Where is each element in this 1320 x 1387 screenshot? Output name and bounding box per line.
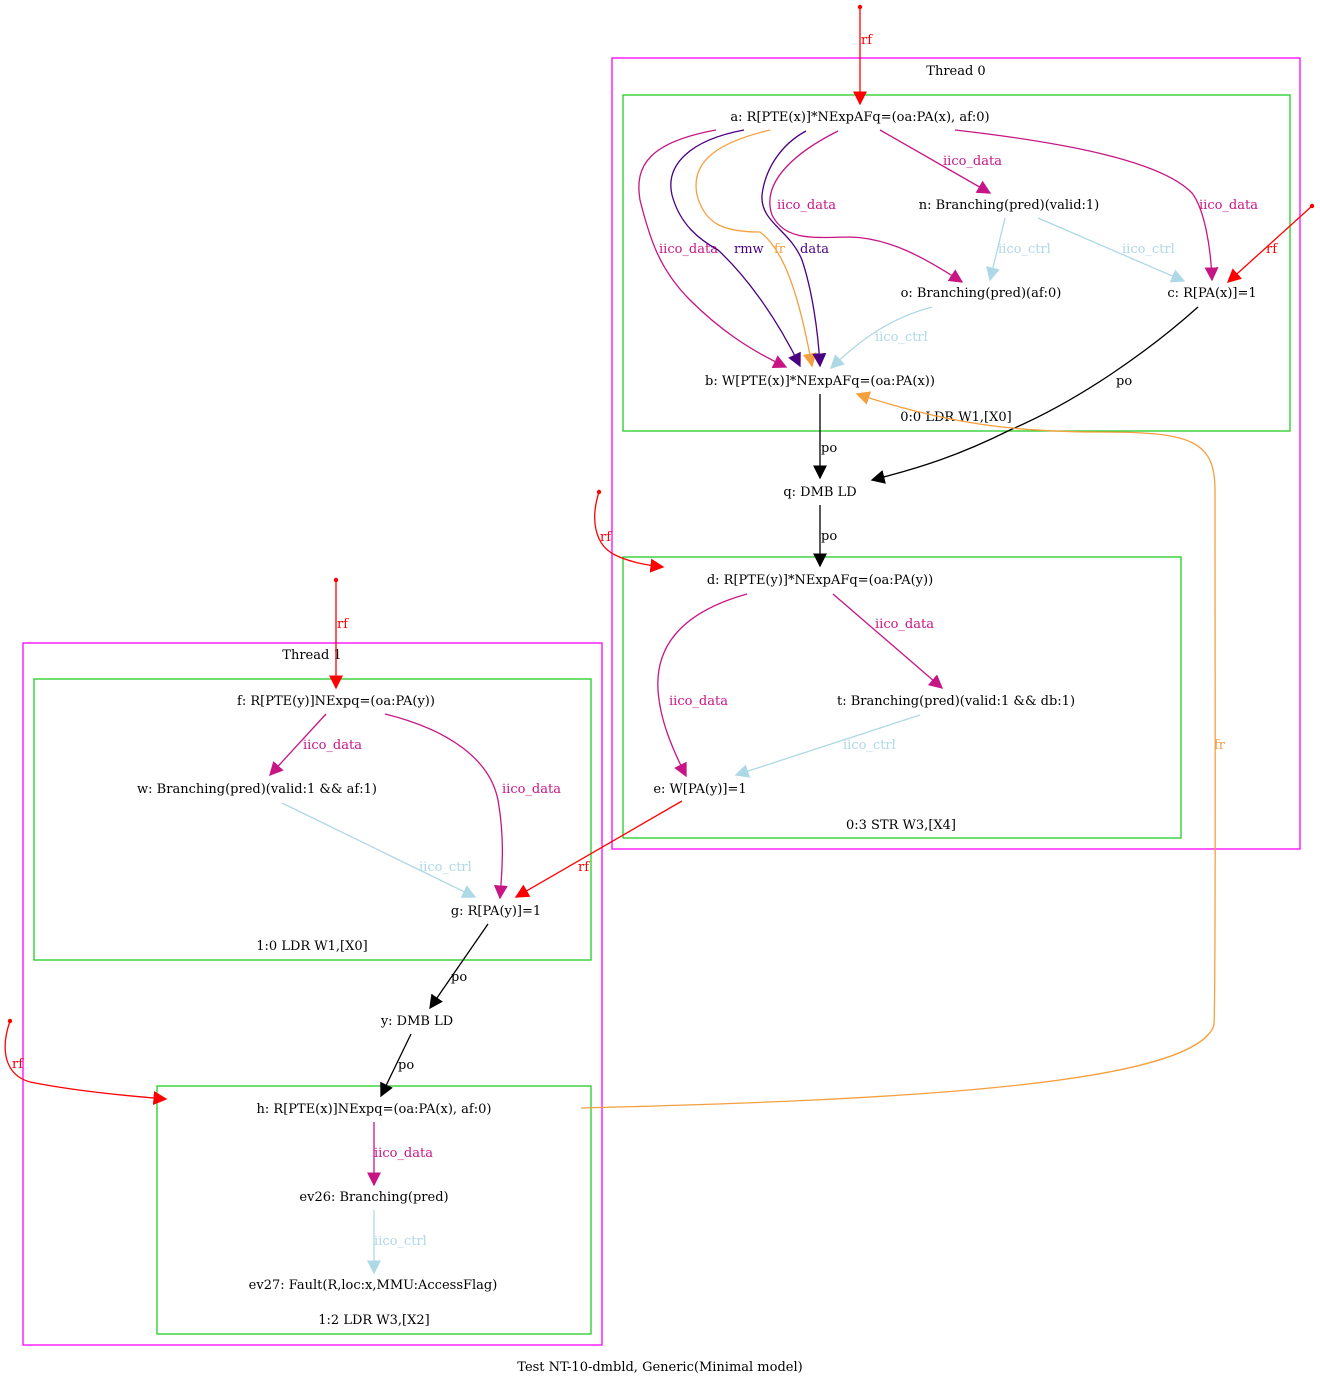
- edge-a-b-iico: iico_data: [638, 129, 788, 368]
- edge-label: rf: [337, 617, 349, 632]
- edge-d-t: iico_data: [832, 593, 944, 689]
- edge-e-g: rf: [514, 800, 683, 898]
- edge-label: rf: [600, 530, 612, 545]
- edge-label: rf: [1266, 242, 1278, 257]
- edge-d-e: iico_data: [657, 593, 748, 778]
- node-h: h: R[PTE(x)]NExpq=(oa:PA(x), af:0): [257, 1102, 492, 1117]
- node-e: e: W[PA(y)]=1: [653, 782, 746, 797]
- edge-rf-init-f: rf: [329, 577, 349, 690]
- node-a: a: R[PTE(x)]*NExpAFq=(oa:PA(x), af:0): [730, 110, 989, 125]
- thread-1-cluster: Thread 1: [22, 642, 603, 1346]
- edge-a-c: iico_data: [954, 129, 1258, 282]
- node-y: y: DMB LD: [380, 1014, 453, 1029]
- edge-rf-init-h: rf: [4, 1018, 168, 1105]
- thread-0-title: Thread 0: [926, 64, 985, 79]
- instruction-1-0-cluster: 1:0 LDR W1,[X0]: [33, 678, 592, 961]
- edge-label: rf: [861, 33, 873, 48]
- node-w: w: Branching(pred)(valid:1 && af:1): [137, 782, 377, 797]
- edge-rf-init-d: rf: [594, 489, 665, 573]
- node-q: q: DMB LD: [783, 485, 856, 500]
- node-c: c: R[PA(x)]=1: [1167, 286, 1256, 301]
- edge-label: iico_data: [669, 694, 728, 709]
- edge-q-d: po: [813, 505, 837, 568]
- thread-1-title: Thread 1: [282, 648, 341, 663]
- instruction-0-0-label: 0:0 LDR W1,[X0]: [900, 410, 1011, 425]
- node-g: g: R[PA(y)]=1: [451, 904, 541, 919]
- edge-h-b: fr: [580, 391, 1226, 1109]
- node-o: o: Branching(pred)(af:0): [901, 286, 1062, 301]
- thread-0-cluster: Thread 0: [611, 57, 1301, 850]
- edge-b-q: po: [813, 394, 837, 480]
- edge-label: data: [800, 242, 829, 257]
- node-ev27: ev27: Fault(R,loc:x,MMU:AccessFlag): [249, 1278, 498, 1293]
- edge-label: fr: [774, 242, 786, 257]
- edge-g-y: po: [429, 923, 489, 1010]
- edge-label: po: [398, 1058, 414, 1073]
- edge-n-o: iico_ctrl: [986, 217, 1051, 282]
- edge-rf-init-c: rf: [1226, 203, 1315, 283]
- edge-label: iico_data: [943, 154, 1002, 169]
- edge-label: po: [821, 529, 837, 544]
- edge-t-e: iico_ctrl: [734, 714, 921, 778]
- edge-a-b-rmw: rmw: [670, 129, 801, 368]
- edge-o-b: iico_ctrl: [829, 306, 933, 369]
- node-d: d: R[PTE(y)]*NExpAFq=(oa:PA(y)): [707, 573, 933, 588]
- edge-c-q: po: [870, 306, 1199, 484]
- edge-rf-init-a: rf: [853, 4, 873, 106]
- edge-label: fr: [1214, 738, 1226, 753]
- edge-label: po: [821, 441, 837, 456]
- node-f: f: R[PTE(y)]NExpq=(oa:PA(y)): [237, 694, 435, 709]
- edge-f-g: iico_data: [384, 713, 561, 900]
- instruction-0-3-cluster: 0:3 STR W3,[X4]: [622, 556, 1182, 839]
- edge-label: po: [451, 970, 467, 985]
- node-ev26: ev26: Branching(pred): [299, 1190, 448, 1205]
- edge-label: iico_data: [374, 1146, 433, 1161]
- edge-a-n: iico_data: [879, 129, 1002, 194]
- edge-f-w: iico_data: [269, 713, 362, 777]
- edge-label: iico_ctrl: [419, 860, 472, 875]
- edge-ev26-ev27: iico_ctrl: [367, 1210, 427, 1275]
- diagram-caption: Test NT-10-dmbld, Generic(Minimal model): [517, 1360, 802, 1375]
- node-b: b: W[PTE(x)]*NExpAFq=(oa:PA(x)): [705, 374, 935, 389]
- instruction-1-0-label: 1:0 LDR W1,[X0]: [256, 939, 367, 954]
- edge-h-ev26: iico_data: [367, 1122, 433, 1187]
- edge-label: iico_data: [659, 242, 718, 257]
- edge-a-b-fr: fr: [695, 129, 817, 368]
- edge-label: rf: [12, 1057, 24, 1072]
- instruction-1-2-label: 1:2 LDR W3,[X2]: [318, 1313, 429, 1328]
- edge-label: iico_data: [777, 198, 836, 213]
- edge-y-h: po: [380, 1033, 414, 1098]
- edge-label: iico_data: [502, 782, 561, 797]
- instruction-1-2-cluster: 1:2 LDR W3,[X2]: [156, 1085, 592, 1335]
- edge-label: iico_ctrl: [1122, 242, 1175, 257]
- node-t: t: Branching(pred)(valid:1 && db:1): [837, 694, 1075, 709]
- edge-label: iico_data: [303, 738, 362, 753]
- edge-label: iico_data: [875, 617, 934, 632]
- edge-w-g: iico_ctrl: [281, 802, 477, 898]
- edge-label: iico_data: [1199, 198, 1258, 213]
- edge-label: iico_ctrl: [374, 1234, 427, 1249]
- edge-label: iico_ctrl: [843, 738, 896, 753]
- edge-label: rf: [578, 860, 590, 875]
- edge-label: iico_ctrl: [998, 242, 1051, 257]
- edge-label: po: [1116, 374, 1132, 389]
- instruction-0-3-label: 0:3 STR W3,[X4]: [846, 818, 956, 833]
- edge-a-b-data: data: [761, 130, 829, 368]
- edge-a-o: iico_data: [769, 130, 964, 283]
- edge-label: rmw: [734, 242, 764, 257]
- edge-label: iico_ctrl: [875, 330, 928, 345]
- node-n: n: Branching(pred)(valid:1): [919, 198, 1100, 213]
- edge-n-c: iico_ctrl: [1037, 217, 1186, 283]
